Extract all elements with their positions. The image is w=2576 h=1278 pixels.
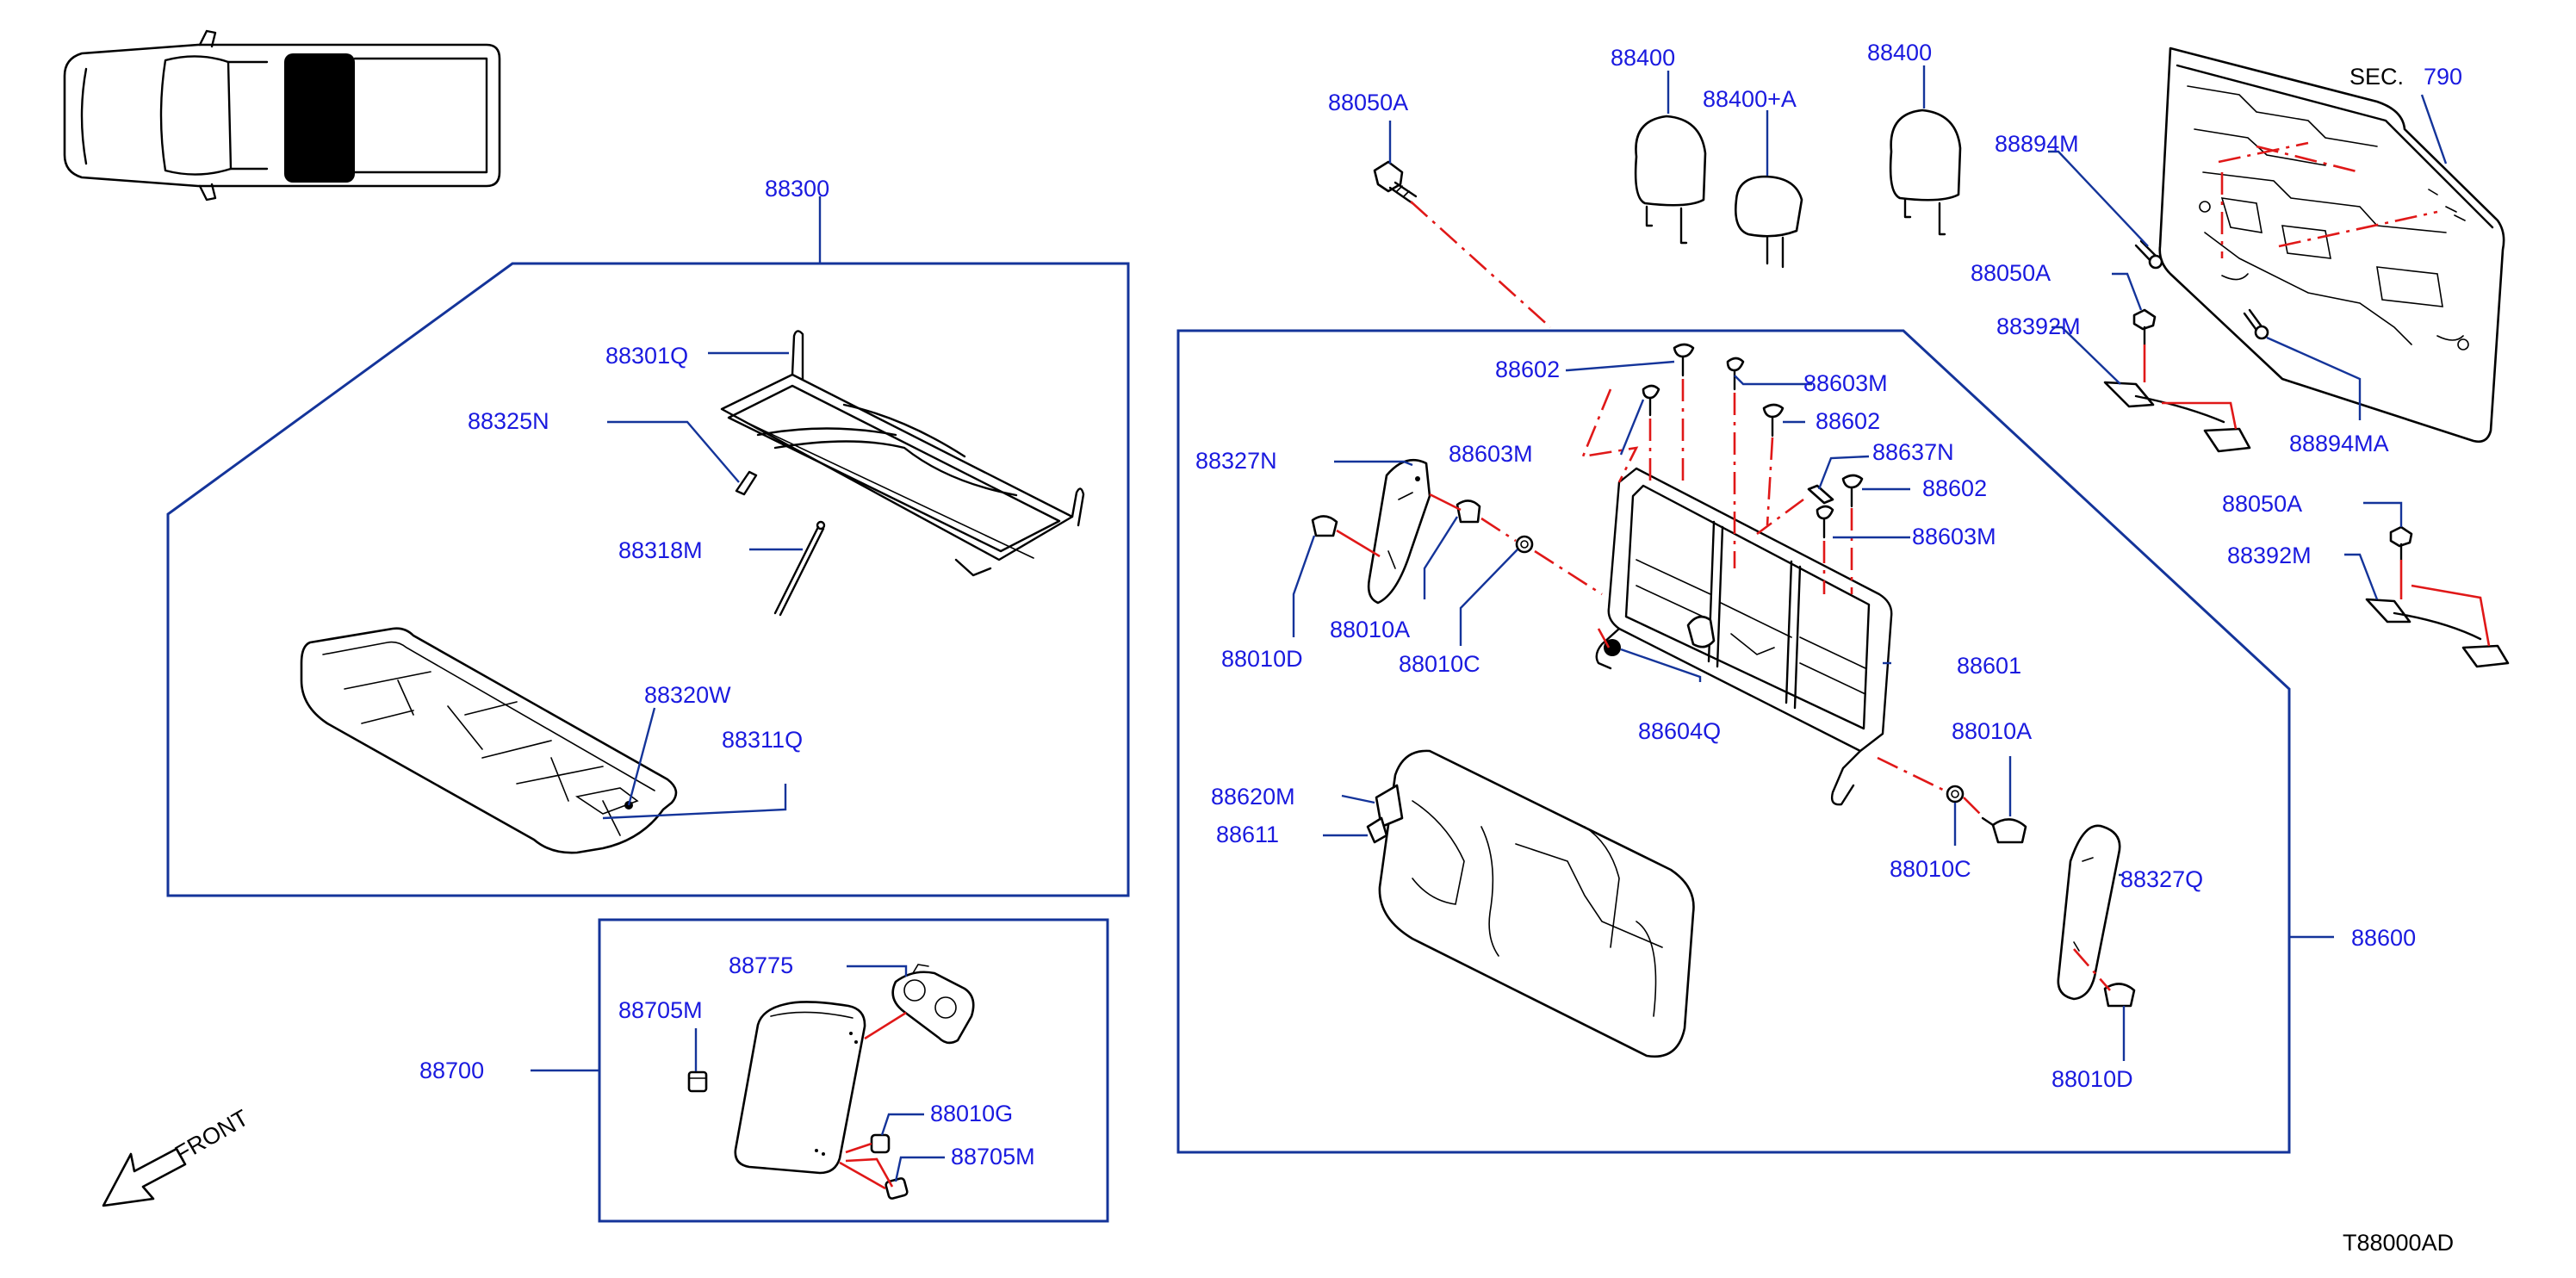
- fastener-88603m-b: [1726, 357, 1745, 391]
- front-label: FRONT: [171, 1105, 253, 1167]
- knob-88604q: [1604, 639, 1621, 656]
- vehicle-top-view: [63, 29, 501, 202]
- screw-88894ma: [2243, 308, 2269, 340]
- side-cover-88327n: [1367, 459, 1431, 605]
- diagram-code: T88000AD: [2343, 1230, 2454, 1256]
- sec-number: 790: [2424, 64, 2462, 90]
- bracket-88392m-2: [2365, 598, 2510, 668]
- headrest-88400-right: [1889, 109, 1962, 236]
- label-88301q: 88301Q: [605, 343, 688, 369]
- label-88050a-r1: 88050A: [1971, 260, 2051, 286]
- headrest-88400a-middle: [1735, 175, 1803, 269]
- label-88894m: 88894M: [1995, 131, 2079, 157]
- rod-88318m: [773, 520, 826, 617]
- clip-88611: [1366, 816, 1388, 844]
- label-88300: 88300: [765, 176, 829, 202]
- front-arrow: FRONT: [102, 1105, 253, 1207]
- label-88775: 88775: [729, 952, 793, 978]
- label-88010d-l: 88010D: [1221, 646, 1303, 672]
- headrest-88400-left: [1634, 115, 1707, 245]
- bolt-88050a-right-1: [2132, 308, 2157, 346]
- label-88603m-c: 88603M: [1912, 524, 1996, 549]
- knob-88010d-left: [1311, 515, 1338, 537]
- seatback-frame-88601: [1595, 467, 1893, 806]
- fastener-88602-b: [1762, 403, 1785, 437]
- sec-790-back-panel: [2158, 47, 2505, 444]
- label-88327n: 88327N: [1195, 448, 1277, 474]
- bushing-88705m-left: [687, 1070, 708, 1093]
- armrest: [734, 1001, 866, 1175]
- fastener-88603m-c: [1816, 505, 1834, 539]
- label-88620m: 88620M: [1211, 784, 1295, 810]
- label-88637n: 88637N: [1872, 439, 1954, 465]
- washer-88010c-right: [1946, 785, 1965, 803]
- side-cover-88327q: [2057, 824, 2121, 1001]
- label-88392m-r1: 88392M: [1996, 313, 2081, 339]
- label-88705m-b: 88705M: [951, 1144, 1035, 1169]
- fastener-88603m-a: [1642, 384, 1660, 417]
- label-88318m: 88318M: [618, 537, 703, 563]
- label-88603m-a: 88603M: [1449, 441, 1533, 467]
- group-88300: 88300: [166, 176, 1130, 897]
- group-88700: 88700: [419, 918, 1109, 1223]
- label-88602-c: 88602: [1922, 475, 1987, 501]
- label-88600: 88600: [2351, 925, 2416, 951]
- label-88327q: 88327Q: [2120, 866, 2203, 892]
- label-88050a-top: 88050A: [1328, 90, 1408, 115]
- label-88700: 88700: [419, 1058, 484, 1083]
- label-88400-b: 88400: [1867, 40, 1932, 65]
- label-88010a-l: 88010A: [1330, 617, 1410, 642]
- sec-prefix: SEC.: [2349, 64, 2404, 90]
- label-88050a-r2: 88050A: [2222, 491, 2302, 517]
- label-88602-a: 88602: [1495, 357, 1560, 382]
- label-88603m-b: 88603M: [1803, 370, 1888, 396]
- label-88320w: 88320W: [644, 682, 731, 708]
- bracket-88392m-1: [2103, 381, 2251, 453]
- group-88600: 88600: [1176, 329, 2416, 1154]
- clip-88325n: [735, 470, 758, 496]
- bushing-88010g: [870, 1133, 891, 1154]
- cushion-frame: [720, 330, 1085, 577]
- label-88311q: 88311Q: [722, 727, 803, 753]
- label-88400-a: 88400: [1611, 45, 1675, 71]
- label-88010c-r: 88010C: [1890, 856, 1971, 882]
- highlighted-rear-seat-area: [284, 53, 355, 183]
- knob-88010d-right: [2103, 983, 2136, 1008]
- screw-88894m: [2134, 239, 2163, 270]
- label-88602-b: 88602: [1816, 408, 1880, 434]
- label-88392m-r2: 88392M: [2227, 543, 2312, 568]
- label-88010c-l: 88010C: [1399, 651, 1480, 677]
- washer-88010c-left: [1515, 535, 1534, 554]
- seatback-cushion-88620m: [1375, 749, 1695, 1058]
- label-88010g: 88010G: [930, 1101, 1013, 1126]
- bolt-88050a-top: [1373, 160, 1418, 205]
- bolt-88050a-right-2: [2389, 525, 2413, 561]
- clip-88637n: [1807, 484, 1834, 505]
- cup-holder-88775: [891, 964, 975, 1045]
- label-88604q: 88604Q: [1638, 718, 1721, 744]
- fastener-88602-a: [1673, 343, 1695, 377]
- label-88611: 88611: [1216, 822, 1279, 847]
- label-88601: 88601: [1957, 653, 2021, 679]
- label-88894ma: 88894MA: [2289, 431, 2389, 456]
- label-88400a: 88400+A: [1703, 86, 1797, 112]
- label-88010a-r: 88010A: [1952, 718, 2032, 744]
- fastener-88602-c: [1841, 474, 1864, 508]
- knob-88010a-right: [1981, 816, 2027, 844]
- label-88325n: 88325N: [468, 408, 549, 434]
- seat-cushion: [300, 627, 678, 854]
- label-88010d-r: 88010D: [2051, 1066, 2133, 1092]
- knob-88010a-left: [1456, 499, 1481, 524]
- label-88705m-a: 88705M: [618, 997, 703, 1023]
